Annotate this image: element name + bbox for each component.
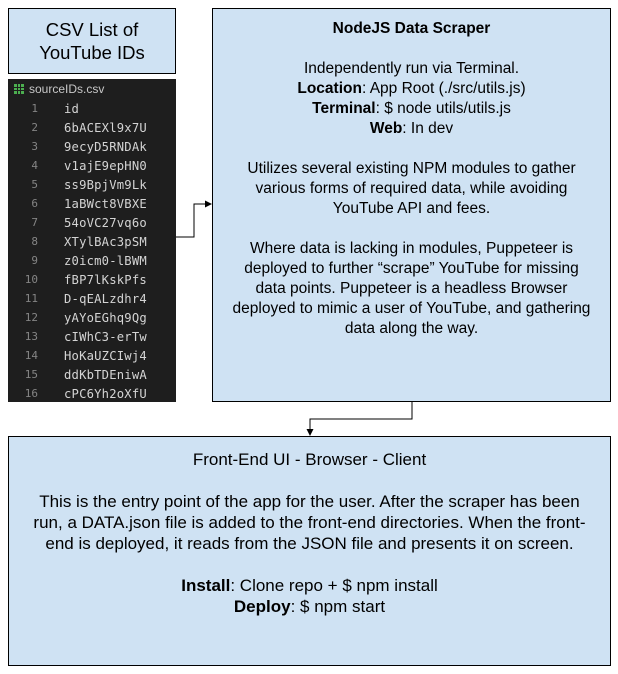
web-value: : In dev [402, 120, 454, 137]
editor-line: 4 v1ajE9epHN0 [8, 156, 176, 175]
line-number: 1 [31, 102, 38, 115]
line-number: 4 [31, 159, 38, 172]
csv-cell: ss9BpjVm9Lk [64, 177, 147, 192]
csv-list-box: CSV List of YouTube IDs [8, 8, 176, 74]
editor-line: 2 6bACEXl9x7U [8, 118, 176, 137]
line-number: 9 [31, 254, 38, 267]
frontend-description: This is the entry point of the app for t… [33, 492, 586, 553]
line-number: 5 [31, 178, 38, 191]
editor-filename: sourceIDs.csv [29, 82, 105, 96]
scraper-location: Location: App Root (./src/utils.js) [213, 79, 610, 99]
csv-cell: v1ajE9epHN0 [64, 158, 147, 173]
csv-cell: 54oVC27vq6o [64, 215, 147, 230]
line-number: 6 [31, 197, 38, 210]
line-number: 10 [24, 273, 38, 286]
editor-line: 8 XTylBAc3pSM [8, 232, 176, 251]
csv-cell: ddKbTDEniwA [64, 367, 147, 382]
line-number: 11 [24, 292, 38, 305]
csv-cell: 1aBWct8VBXE [64, 196, 147, 211]
frontend-install: Install: Clone repo + $ npm install [9, 575, 610, 596]
scraper-terminal: Terminal: $ node utils/utils.js [213, 99, 610, 119]
web-label: Web [369, 120, 403, 137]
scraper-paragraph-puppeteer: Where data is lacking in modules, Puppet… [232, 240, 591, 337]
csv-cell: 6bACEXl9x7U [64, 120, 147, 135]
csv-cell: D-qEALzdhr4 [64, 291, 147, 306]
csv-cell: yAYoEGhq9Qg [64, 310, 147, 325]
line-number: 14 [24, 349, 38, 362]
scraper-title: NodeJS Data Scraper [332, 20, 491, 37]
csv-cell: fBP7lKskPfs [64, 272, 147, 287]
editor-line: 6 1aBWct8VBXE [8, 194, 176, 213]
csv-box-title-line1: CSV List of [45, 19, 139, 40]
csv-cell: 9ecyD5RNDAk [64, 139, 147, 154]
line-number: 8 [31, 235, 38, 248]
csv-cell: HoKaUZCIwj4 [64, 348, 147, 363]
editor-line: 13 cIWhC3-erTw [8, 327, 176, 346]
csv-to-scraper-arrow [176, 200, 212, 238]
location-label: Location [297, 80, 362, 97]
scraper-to-frontend-arrow [306, 402, 413, 436]
editor-line: 3 9ecyD5RNDAk [8, 137, 176, 156]
frontend-deploy: Deploy: $ npm start [9, 596, 610, 617]
editor-line: 1 id [8, 99, 176, 118]
line-number: 7 [31, 216, 38, 229]
line-number: 15 [24, 368, 38, 381]
editor-file-tab: sourceIDs.csv [8, 79, 176, 99]
editor-line: 16 cPC6Yh2oXfU [8, 384, 176, 402]
frontend-box: Front-End UI - Browser - Client This is … [8, 436, 611, 666]
nodejs-scraper-box: NodeJS Data Scraper Independently run vi… [212, 8, 611, 402]
scraper-web: Web: In dev [213, 119, 610, 139]
csv-cell: id [64, 101, 80, 116]
csv-cell: z0icm0-lBWM [64, 253, 147, 268]
csv-cell: cPC6Yh2oXfU [64, 386, 147, 401]
terminal-label: Terminal [312, 100, 376, 117]
line-number: 13 [24, 330, 38, 343]
deploy-value: : $ npm start [290, 597, 386, 616]
editor-line: 14 HoKaUZCIwj4 [8, 346, 176, 365]
editor-line: 11 D-qEALzdhr4 [8, 289, 176, 308]
scraper-intro: Independently run via Terminal. [303, 60, 520, 77]
line-number: 2 [31, 121, 38, 134]
scraper-paragraph-modules: Utilizes several existing NPM modules to… [247, 160, 576, 217]
editor-lines: 1 id 2 6bACEXl9x7U 3 9ecyD5RNDAk 4 v1ajE9epHN0 5… [8, 99, 176, 402]
frontend-title: Front-End UI - Browser - Client [192, 450, 427, 469]
editor-line: 10 fBP7lKskPfs [8, 270, 176, 289]
editor-line: 9 z0icm0-lBWM [8, 251, 176, 270]
install-label: Install [181, 576, 231, 595]
csv-cell: XTylBAc3pSM [64, 234, 147, 249]
editor-line: 5 ss9BpjVm9Lk [8, 175, 176, 194]
line-number: 16 [24, 387, 38, 400]
editor-line: 12 yAYoEGhq9Qg [8, 308, 176, 327]
line-number: 3 [31, 140, 38, 153]
csv-box-title-line2: YouTube IDs [39, 42, 145, 63]
location-value: : App Root (./src/utils.js) [361, 80, 526, 97]
spreadsheet-icon [14, 84, 24, 94]
deploy-label: Deploy [233, 597, 291, 616]
csv-cell: cIWhC3-erTw [64, 329, 147, 344]
editor-line: 7 54oVC27vq6o [8, 213, 176, 232]
terminal-value: : $ node utils/utils.js [375, 100, 511, 117]
install-value: : Clone repo + $ npm install [230, 576, 438, 595]
line-number: 12 [24, 311, 38, 324]
editor-line: 15 ddKbTDEniwA [8, 365, 176, 384]
csv-editor-screenshot: sourceIDs.csv 1 id 2 6bACEXl9x7U 3 9ecyD5RNDA… [8, 79, 176, 402]
